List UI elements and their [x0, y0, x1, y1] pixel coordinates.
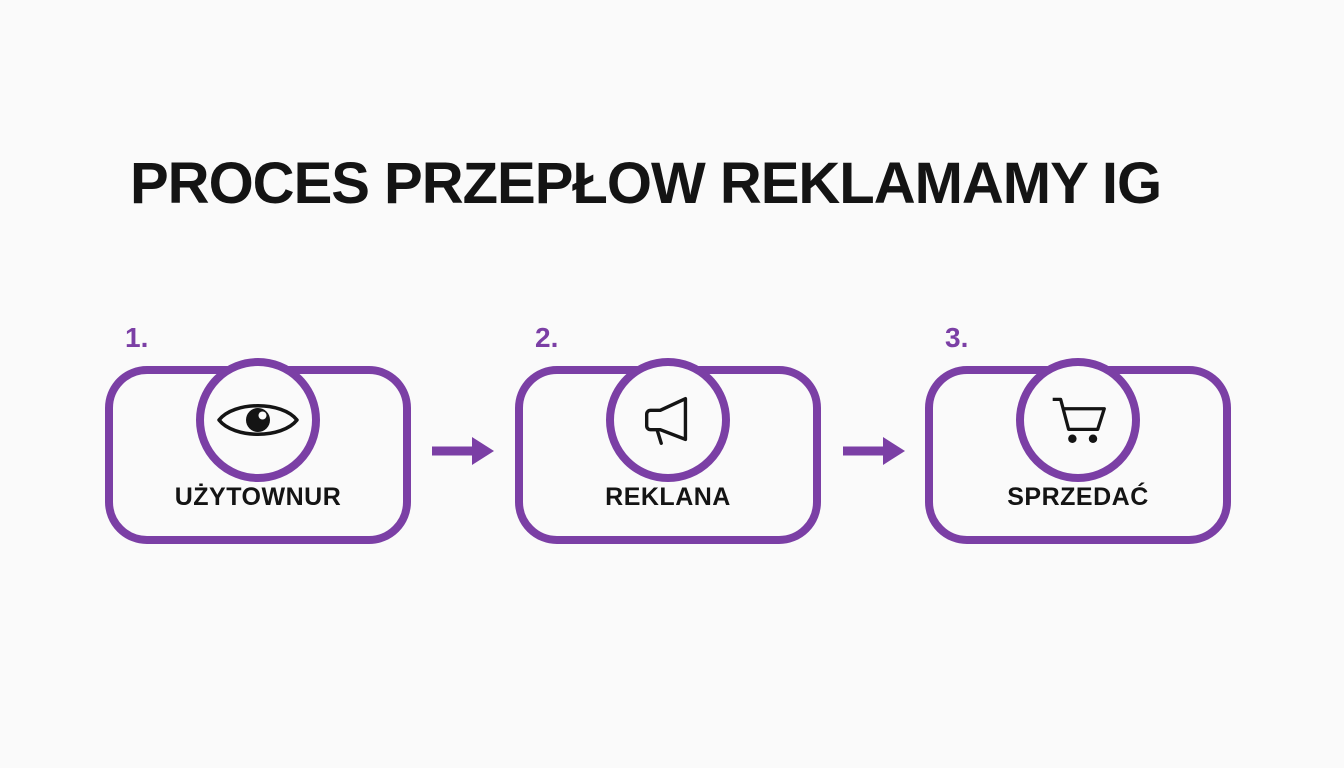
arrow-right-icon	[430, 431, 496, 471]
page-title: PROCES PRZEPŁOW REKLAMAMY IG	[130, 151, 1162, 216]
step-2-box: REKLANA	[515, 358, 821, 544]
eye-icon	[217, 404, 299, 436]
step-1-icon-circle	[196, 358, 320, 482]
step-3-number: 3.	[945, 322, 969, 353]
step-2-icon-circle	[606, 358, 730, 482]
process-step-1: 1. UŻYTOWNUR	[105, 322, 411, 544]
step-1-label: UŻYTOWNUR	[174, 483, 342, 511]
process-step-3: 3. SPRZEDAĆ	[925, 322, 1231, 544]
step-2-label: REKLANA	[605, 483, 731, 511]
megaphone-icon	[644, 396, 688, 445]
shopping-cart-icon	[1052, 397, 1106, 443]
step-3-box: SPRZEDAĆ	[925, 358, 1231, 544]
process-step-2: 2. REKLANA	[515, 322, 821, 544]
step-2-number: 2.	[535, 322, 559, 353]
arrow-right-icon	[841, 431, 907, 471]
step-1-number: 1.	[125, 322, 149, 353]
step-3-icon-circle	[1016, 358, 1140, 482]
step-3-label: SPRZEDAĆ	[1007, 483, 1149, 511]
step-1-box: UŻYTOWNUR	[105, 358, 411, 544]
